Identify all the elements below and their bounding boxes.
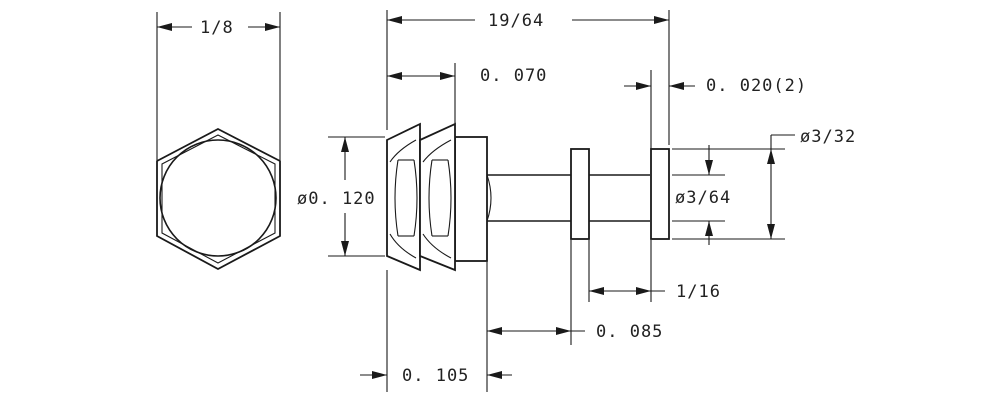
dim-nut-length: 0. 070 [387,63,547,124]
nut-length-value: 0. 070 [480,66,547,86]
side-view [386,122,670,272]
dim-overall-length: 19/64 [386,10,670,145]
shaft-gap-label: 0. 085 [596,322,663,342]
overall-length-label: 19/64 [488,11,544,31]
shaft-diameter-label: ø3/64 [675,188,731,208]
dim-shaft-diameter: ø3/64 [672,145,731,245]
dim-hex-width: 1/8 [156,12,281,160]
dim-shaft-gap: 0. 085 [486,240,663,345]
washer-thickness-label: 0. 020(2) [706,76,807,96]
washer-diameter-label: ø3/32 [800,127,856,147]
dim-body-length: 0. 105 [360,270,512,392]
body-length-label: 0. 105 [402,366,469,386]
hex-end-view [156,127,281,271]
head-diameter-label: ø0. 120 [297,189,376,209]
dim-washer-diameter: ø3/32 [672,127,856,240]
washer-spacing-label: 1/16 [676,282,721,302]
dim-washer-thickness: 0. 020(2) [624,70,807,149]
dim-head-diameter: ø0. 120 [297,136,385,257]
dim-washer-spacing: 1/16 [588,240,721,302]
hex-width-label: 1/8 [200,18,234,38]
